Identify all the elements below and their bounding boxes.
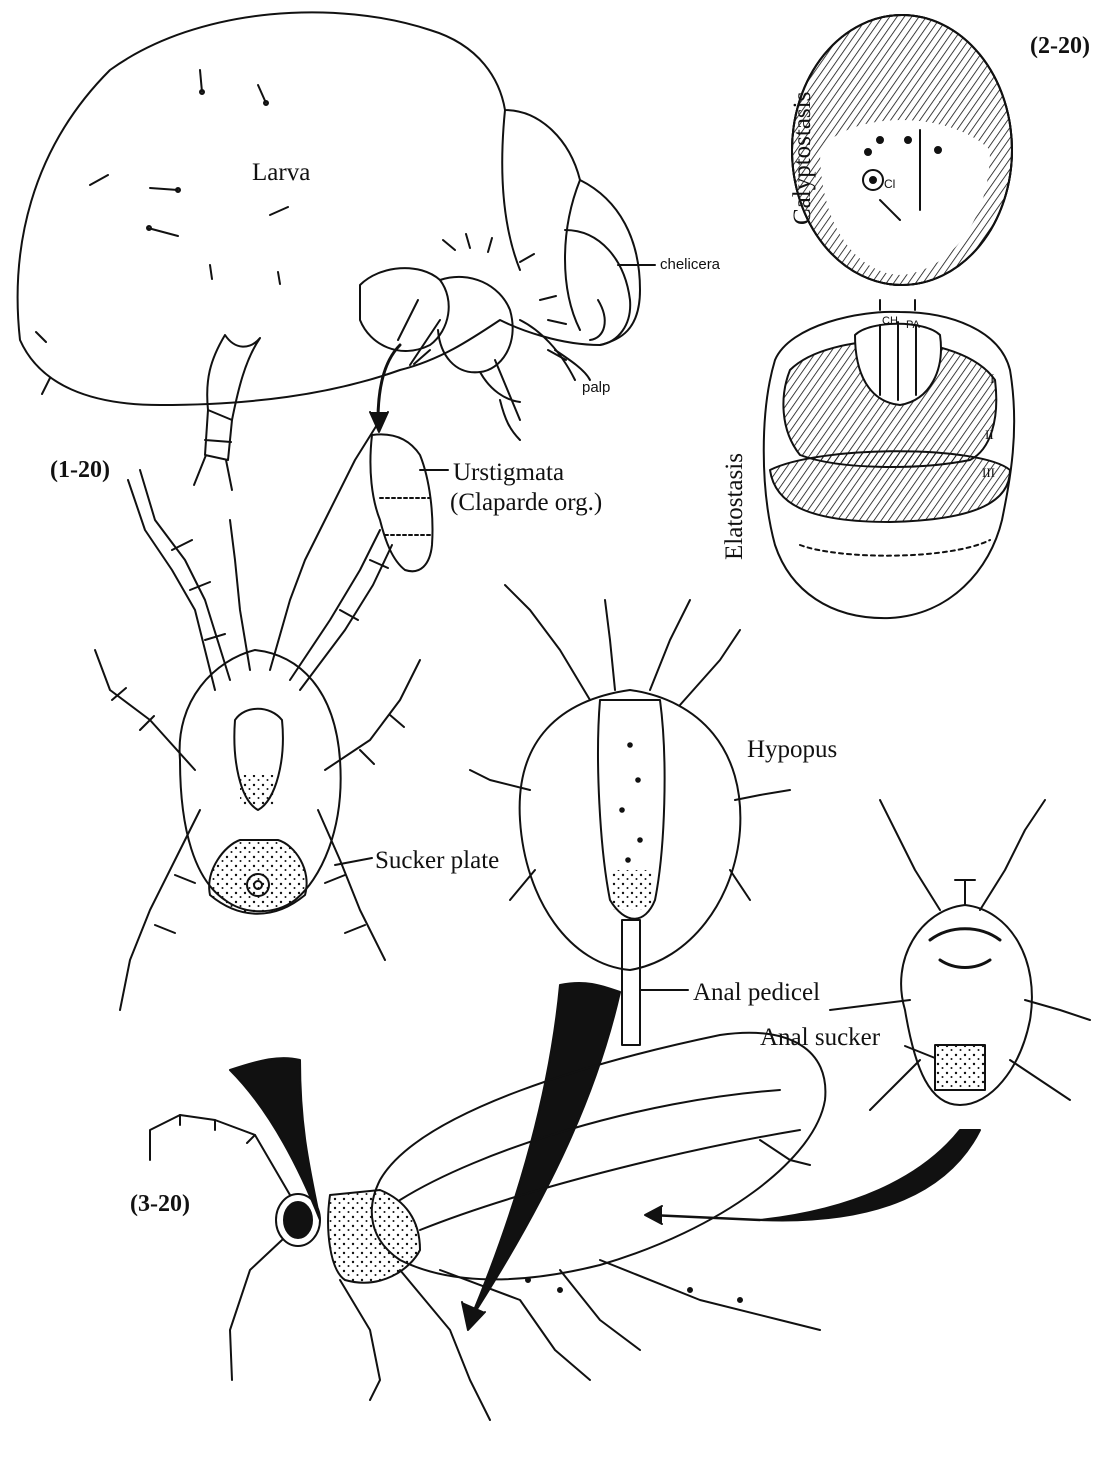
- label-leg-i: I: [990, 372, 994, 385]
- anal-sucker-mite-drawing: [645, 800, 1090, 1224]
- label-pa: PA: [906, 320, 920, 331]
- label-chelicera: chelicera: [660, 257, 720, 272]
- label-ch: CH: [882, 316, 898, 327]
- label-cl: Cl: [884, 178, 895, 190]
- label-urstigmata: Urstigmata: [453, 460, 564, 485]
- label-calyptostasis: Calyptostasis: [790, 92, 815, 225]
- figure-label-3-20: (3-20): [130, 1192, 190, 1216]
- label-anal-pedicel: Anal pedicel: [693, 980, 820, 1005]
- label-leg-ii: II: [985, 428, 994, 441]
- calyptostasis-drawing: [792, 15, 1012, 285]
- label-hypopus: Hypopus: [747, 737, 837, 762]
- figure-label-1-20: (1-20): [50, 458, 110, 482]
- larva-drawing: [18, 12, 655, 571]
- label-claparde-organ: (Claparde org.): [450, 490, 602, 515]
- elatostasis-drawing: [764, 300, 1014, 618]
- deutonymph-drawing: [95, 420, 420, 1220]
- label-leg-iii: III: [982, 466, 995, 479]
- label-elatostasis: Elatostasis: [722, 453, 747, 560]
- label-palp: palp: [582, 380, 610, 395]
- figure-label-2-20: (2-20): [1030, 34, 1090, 58]
- label-sucker-plate: Sucker plate: [375, 848, 499, 873]
- label-larva: Larva: [252, 160, 310, 185]
- label-anal-sucker: Anal sucker: [760, 1025, 880, 1050]
